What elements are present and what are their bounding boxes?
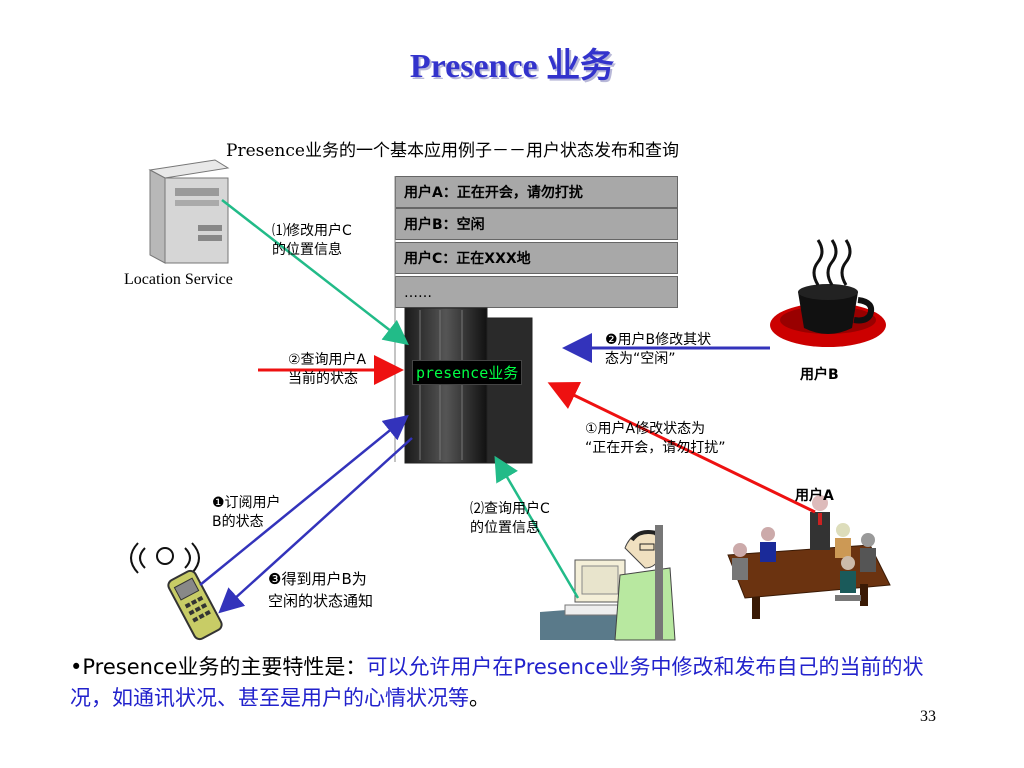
status-box-more: …… <box>395 276 678 308</box>
arrow-modify-c-location <box>221 199 409 346</box>
flow-label-a-modify-status: ①用户A修改状态为 “正在开会，请勿打扰” <box>585 421 726 456</box>
flow-label-subscribe-b: ❶订阅用户 B的状态 <box>212 495 281 530</box>
meeting-people-icon <box>727 495 891 619</box>
mobile-phone-icon <box>130 542 223 641</box>
user-a-label: 用户A <box>795 488 834 504</box>
arrow-query-c-location <box>494 455 580 599</box>
flow-label-query-a-status: ②查询用户A 当前的状态 <box>288 352 367 387</box>
flow-label-modify-c-location: ⑴修改用户C 的位置信息 <box>272 223 352 258</box>
presence-server-icon <box>404 307 533 464</box>
location-service-label: Location Service <box>124 271 233 288</box>
location-service-server-icon <box>148 159 230 264</box>
feature-description-body: 可以允许用户在Presence业务中修改和发布自己的当前的状况，如通讯状况、甚至… <box>70 655 924 710</box>
status-box-user-a: 用户A：正在开会，请勿打扰 <box>395 176 678 208</box>
feature-description-prefix: •Presence业务的主要特性是： <box>70 655 367 679</box>
feature-description-suffix: 。 <box>469 686 490 710</box>
flow-label-query-c-location: ⑵查询用户C 的位置信息 <box>470 501 550 536</box>
status-box-user-c: 用户C：正在XXX地 <box>395 242 678 274</box>
presence-server-label: presence业务 <box>412 360 523 385</box>
arrow-a-modify-status <box>547 381 816 514</box>
page-number: 33 <box>920 708 936 725</box>
coffee-cup-icon <box>770 239 886 347</box>
status-box-user-b: 用户B：空闲 <box>395 208 678 240</box>
arrow-notify-b-idle <box>218 437 413 614</box>
user-b-label: 用户B <box>800 367 839 383</box>
computer-user-icon <box>540 525 676 641</box>
flow-label-notify-b-idle: ❸得到用户B为 空闲的状态通知 <box>268 570 374 610</box>
feature-description: •Presence业务的主要特性是：可以允许用户在Presence业务中修改和发… <box>70 652 950 714</box>
flow-label-b-modify-status: ❷用户B修改其状 态为“空闲” <box>605 332 712 367</box>
arrow-subscribe-b <box>199 414 409 586</box>
diagram-subtitle: Presence业务的一个基本应用例子－－用户状态发布和查询 <box>226 141 679 161</box>
page-title: Presence 业务 <box>409 48 615 85</box>
